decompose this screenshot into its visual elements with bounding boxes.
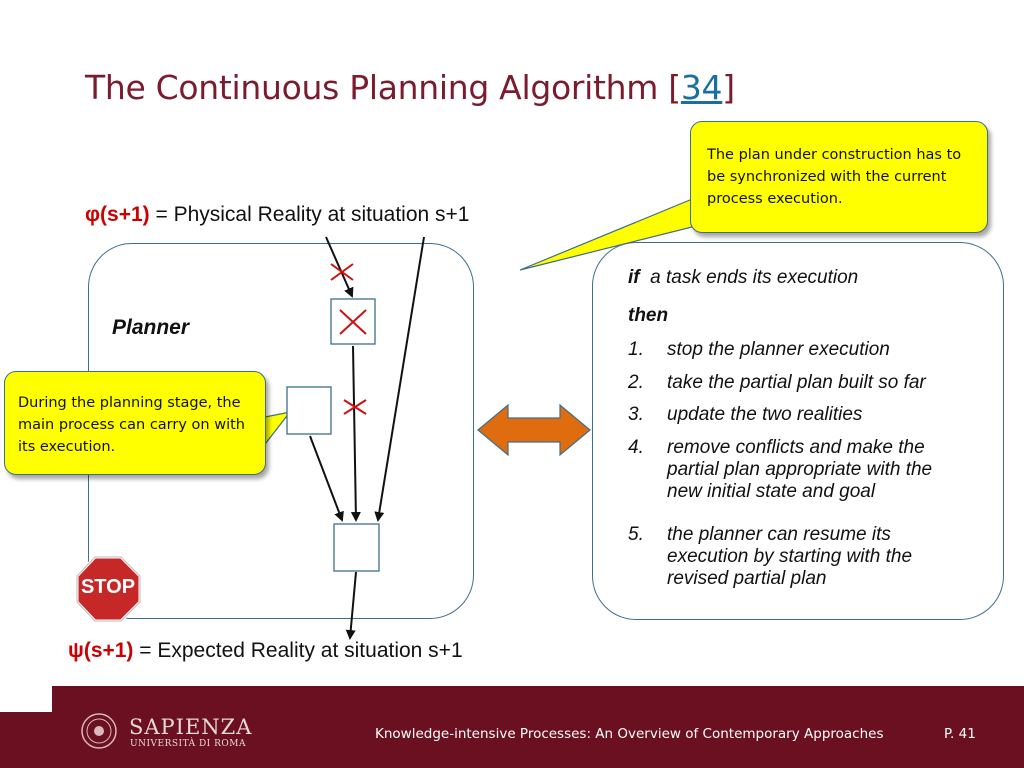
task-box-2 <box>286 386 332 435</box>
algorithm-steps-container <box>592 242 1004 620</box>
then-keyword: then <box>628 305 669 326</box>
arrow-task2-to-task3 <box>309 435 344 522</box>
task-box-3 <box>333 523 380 572</box>
phi-symbol: φ(s+1) <box>85 203 150 226</box>
step-text: stop the planner execution <box>667 339 890 360</box>
title-close: ] <box>722 68 735 107</box>
sync-callout: The plan under construction has to be sy… <box>690 121 988 233</box>
planning-stage-callout: During the planning stage, the main proc… <box>4 371 266 475</box>
arrow-task3-to-psi <box>345 571 357 640</box>
step-text: update the two realities <box>667 404 863 425</box>
step-text: the planner can resume its execution by … <box>667 524 913 589</box>
step-number: 2. <box>628 372 644 393</box>
footer-course-title: Knowledge-intensive Processes: An Overvi… <box>375 726 884 742</box>
citation-link[interactable]: 34 <box>680 68 723 107</box>
footer-bar <box>0 686 1024 768</box>
conflict-x-mark-box <box>339 309 367 335</box>
step-number: 1. <box>628 339 644 360</box>
arrow-task1-to-task3 <box>350 345 361 522</box>
if-keyword: if <box>628 267 640 288</box>
planner-label: Planner <box>112 316 190 339</box>
title-text: The Continuous Planning Algorithm [ <box>85 68 681 107</box>
step-if-line: if a task ends its execution <box>628 267 858 289</box>
if-condition: a task ends its execution <box>639 267 859 288</box>
double-arrow-icon <box>477 403 591 457</box>
footer-notch <box>0 686 52 712</box>
phi-text: = Physical Reality at situation s+1 <box>149 203 470 226</box>
slide-title: The Continuous Planning Algorithm [34] <box>85 68 735 107</box>
step-number: 4. <box>628 437 644 458</box>
university-subtitle: UNIVERSITÀ DI ROMA <box>130 739 246 749</box>
psi-text: = Expected Reality at situation s+1 <box>133 639 463 662</box>
step-number: 3. <box>628 404 644 425</box>
conflict-x-mark-top <box>330 263 354 281</box>
physical-reality-label: φ(s+1) = Physical Reality at situation s… <box>85 203 469 227</box>
university-name: SAPIENZA <box>129 715 253 739</box>
page-number: P. 41 <box>944 726 976 742</box>
psi-symbol: ψ(s+1) <box>68 639 134 662</box>
university-logo-icon <box>81 713 117 749</box>
step-number: 5. <box>628 524 644 545</box>
arrow-phi-to-task1 <box>325 236 354 298</box>
arrow-phi-to-task3 <box>374 236 425 522</box>
expected-reality-label: ψ(s+1) = Expected Reality at situation s… <box>68 639 463 663</box>
step-text: remove conflicts and make the partial pl… <box>667 437 933 502</box>
stop-sign-label: STOP <box>80 576 136 598</box>
step-text: take the partial plan built so far <box>667 372 926 393</box>
conflict-x-mark-middle <box>343 399 367 415</box>
